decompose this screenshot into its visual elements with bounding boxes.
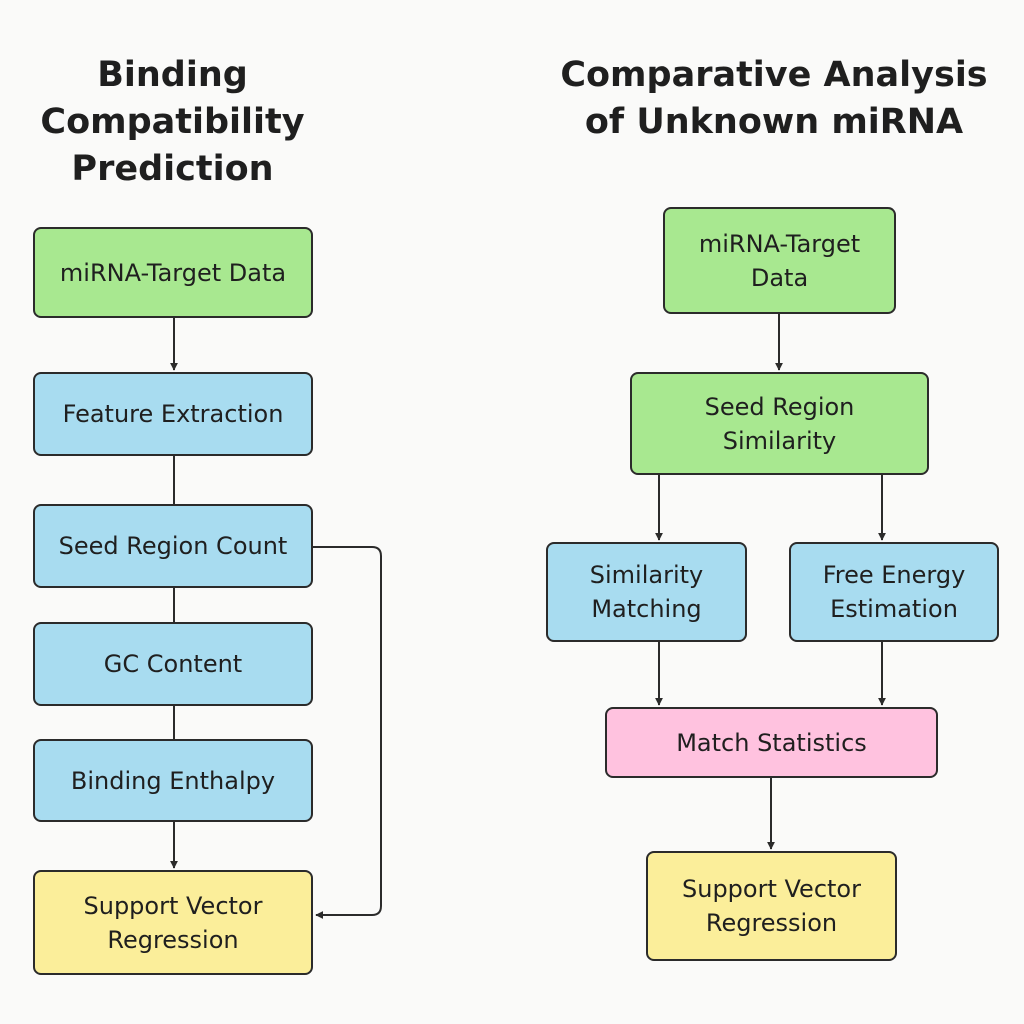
right-node-similarity-matching: Similarity Matching: [546, 542, 747, 642]
arrow-seed-count-to-svr: [313, 546, 382, 919]
right-node-seed-region-similarity: Seed Region Similarity: [630, 372, 929, 475]
left-node-seed-region-count: Seed Region Count: [33, 504, 313, 588]
left-node-binding-enthalpy: Binding Enthalpy: [33, 739, 313, 822]
right-node-mirna-target-data: miRNA-Target Data: [663, 207, 896, 314]
right-node-support-vector-regression: Support Vector Regression: [646, 851, 897, 961]
left-node-feature-extraction: Feature Extraction: [33, 372, 313, 456]
right-title: Comparative Analysis of Unknown miRNA: [560, 55, 988, 142]
left-title: Binding Compatibility Prediction: [40, 55, 305, 189]
right-node-match-statistics: Match Statistics: [605, 707, 938, 778]
left-node-gc-content: GC Content: [33, 622, 313, 706]
left-node-support-vector-regression: Support Vector Regression: [33, 870, 313, 975]
left-node-mirna-target-data: miRNA-Target Data: [33, 227, 313, 318]
right-node-free-energy-estimation: Free Energy Estimation: [789, 542, 999, 642]
